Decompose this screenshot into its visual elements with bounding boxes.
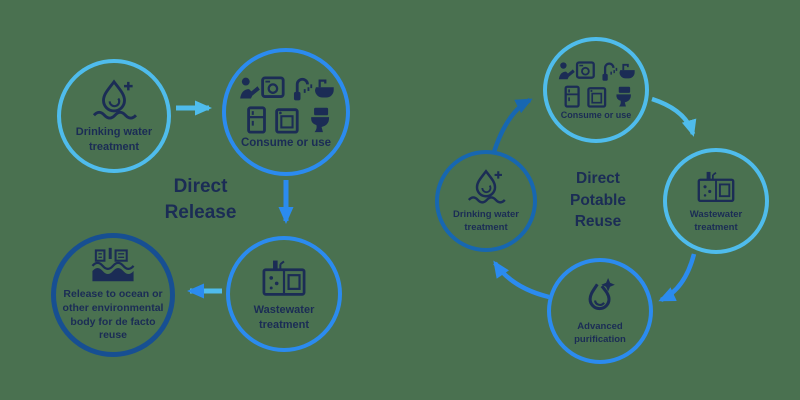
drinking-water-treatment-icon: [87, 78, 141, 120]
release-to-ocean-icon: [86, 247, 140, 283]
direct-potable-reuse-title: Direct Potable Reuse: [570, 170, 626, 231]
node-label: Drinking water treatment: [75, 126, 153, 153]
drinking-water-treatment-node: Drinking water treatment: [435, 150, 537, 252]
arrow-drinking-to-consume-cycle: [491, 98, 533, 153]
advanced-purification-node: Advanced purification: [547, 258, 653, 364]
consume-or-use-icons: [555, 60, 637, 108]
wastewater-treatment-node: Wastewater treatment: [226, 236, 342, 352]
arrow-consume-to-wastewater-cycle: [651, 96, 697, 137]
wastewater-treatment-icon: [258, 256, 310, 298]
drinking-water-treatment-node: Drinking water treatment: [57, 59, 171, 173]
advanced-purification-icon: [582, 276, 618, 316]
node-label: Release to ocean or other environmental …: [62, 287, 164, 342]
consume-or-use-node: Consume or use: [543, 37, 649, 143]
release-to-ocean-node: Release to ocean or other environmental …: [51, 233, 175, 357]
node-label: Advanced purification: [574, 321, 626, 345]
node-label: Drinking water treatment: [453, 209, 519, 233]
drinking-water-treatment-icon: [463, 168, 509, 204]
node-label: Wastewater treatment: [689, 209, 743, 233]
consume-or-use-node: Consume or use: [222, 48, 350, 176]
arrow-advanced-to-drinking-cycle: [493, 260, 550, 300]
wastewater-treatment-node: Wastewater treatment: [663, 148, 769, 254]
node-label: Consume or use: [560, 109, 632, 120]
node-label: Consume or use: [240, 136, 332, 149]
node-label: Wastewater treatment: [253, 304, 315, 331]
wastewater-treatment-icon: [694, 168, 738, 204]
consume-or-use-icons: [236, 75, 336, 134]
direct-release-title: Direct Release: [164, 176, 237, 223]
arrow-wastewater-to-advanced-cycle: [658, 253, 697, 303]
